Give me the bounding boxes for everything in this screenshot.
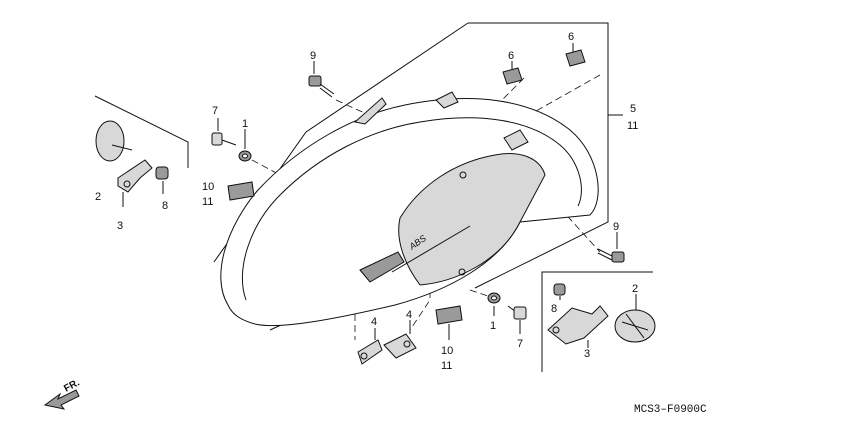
diagram-code: MCS3–F0900C: [634, 404, 707, 416]
callout-4-left: 4: [371, 316, 377, 328]
brackets-4: [357, 333, 417, 365]
callout-6-left: 6: [508, 50, 514, 62]
callout-1-right: 1: [490, 320, 496, 332]
callout-9-right: 9: [613, 221, 619, 233]
callout-11-left: 11: [202, 196, 213, 208]
callout-3-right: 3: [584, 348, 590, 360]
callout-labels: 9 7 1 6 6 5 11 2 3 8 10 11 9 4 4 1 7 10 …: [95, 31, 638, 372]
front-fender: ABS: [220, 91, 599, 327]
left-reflector-inset: [94, 95, 255, 201]
callout-11-top: 11: [627, 120, 638, 132]
callout-9-top: 9: [310, 50, 316, 62]
right-reflector-inset: [541, 271, 656, 372]
front-arrow-icon: [43, 389, 80, 410]
front-arrow-label: FR.: [62, 377, 82, 394]
callout-11-lower: 11: [441, 360, 452, 372]
bolt-right: [597, 248, 625, 263]
callout-2-right: 2: [632, 283, 638, 295]
front-arrow: FR.: [43, 377, 82, 410]
callout-3-left: 3: [117, 220, 123, 232]
callout-6-right: 6: [568, 31, 574, 43]
fasteners-lower: [487, 292, 527, 320]
bolt-top: [308, 75, 335, 98]
callout-4-right: 4: [406, 309, 412, 321]
callout-7-left: 7: [212, 105, 218, 117]
callout-leaders: [122, 43, 637, 348]
callout-8-right: 8: [551, 303, 557, 315]
callout-10-lower: 10: [441, 345, 453, 357]
callout-1-left: 1: [242, 118, 248, 130]
callout-5: 5: [630, 103, 636, 115]
pad-lower: [435, 305, 463, 325]
callout-2-left: 2: [95, 191, 101, 203]
callout-8-left: 8: [162, 200, 168, 212]
callout-10-left: 10: [202, 181, 214, 193]
callout-7-right: 7: [517, 338, 523, 350]
clips-6: [502, 49, 586, 85]
